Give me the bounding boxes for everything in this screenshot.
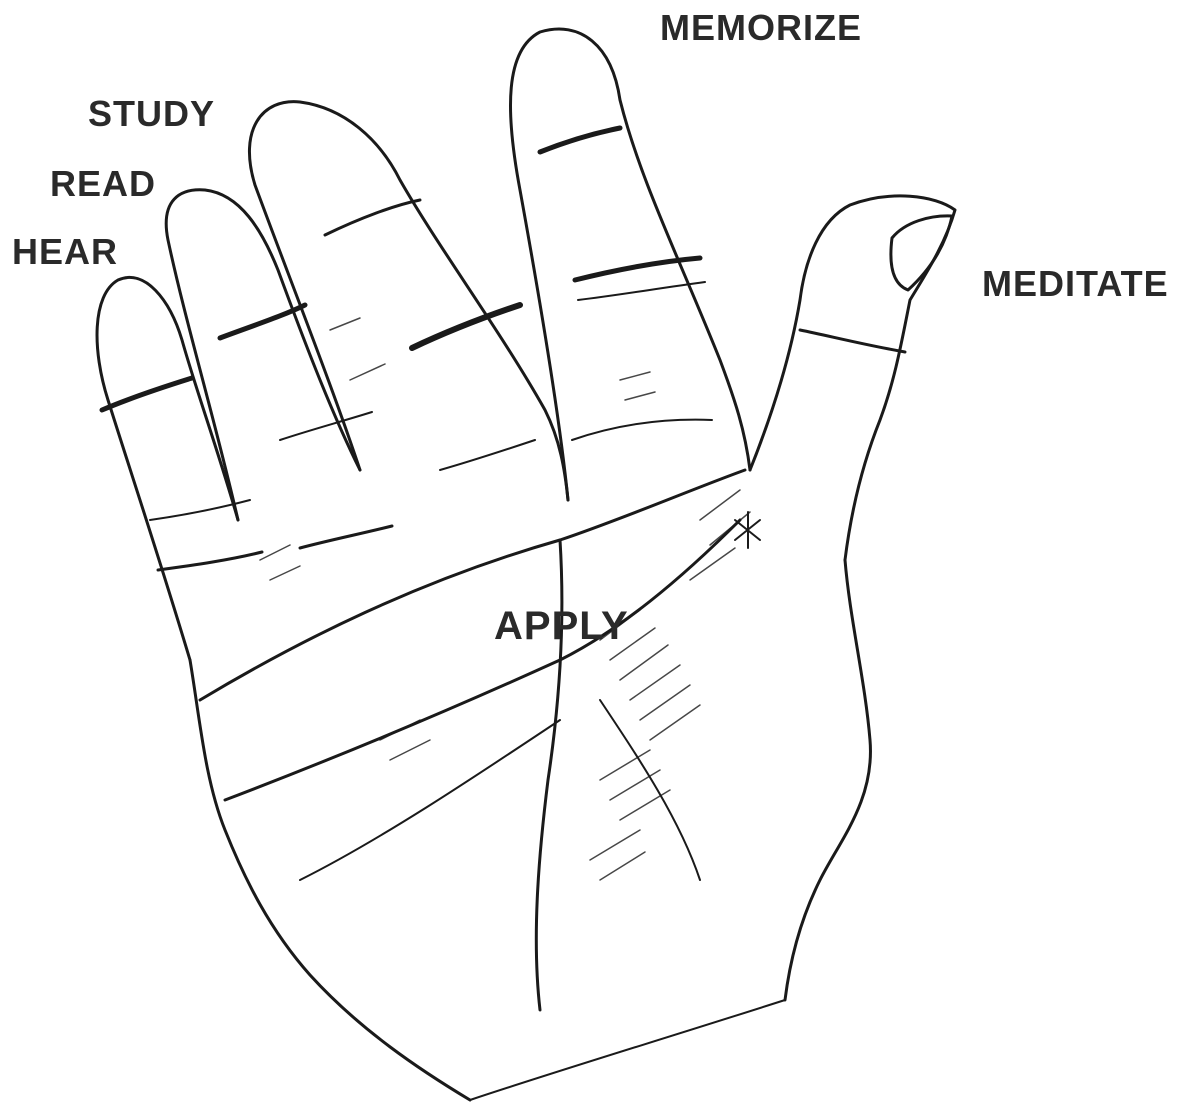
thumb xyxy=(750,196,955,560)
head-line xyxy=(225,520,740,800)
little-finger xyxy=(97,277,238,660)
palm-outline-left xyxy=(190,660,470,1100)
middle-finger-crease-1 xyxy=(325,200,420,235)
fate-line xyxy=(300,720,560,880)
ring-finger-crease-2 xyxy=(280,412,372,440)
index-finger-crease-1 xyxy=(540,128,620,152)
middle-finger xyxy=(249,102,568,500)
ring-finger-crease-1 xyxy=(220,305,305,338)
middle-finger-crease-3 xyxy=(440,440,535,470)
hatching xyxy=(260,318,750,880)
heart-line xyxy=(200,470,745,700)
palm-outline-right xyxy=(785,560,870,1000)
thumb-crease xyxy=(800,330,905,352)
index-finger-crease-3 xyxy=(578,282,705,300)
ring-finger xyxy=(166,190,360,520)
label-memorize: MEMORIZE xyxy=(660,10,862,46)
label-hear: HEAR xyxy=(12,234,118,270)
star-mark xyxy=(735,512,760,548)
index-finger xyxy=(510,29,750,500)
thenar-crease xyxy=(600,700,700,880)
little-finger-crease-3 xyxy=(158,552,262,570)
label-study: STUDY xyxy=(88,96,215,132)
little-finger-crease-1 xyxy=(102,378,192,410)
index-finger-crease-4 xyxy=(572,420,712,440)
label-read: READ xyxy=(50,166,156,202)
label-meditate: MEDITATE xyxy=(982,266,1169,302)
ring-finger-crease-3 xyxy=(300,526,392,548)
label-apply: APPLY xyxy=(494,606,629,646)
wrist-edge xyxy=(470,1000,785,1100)
